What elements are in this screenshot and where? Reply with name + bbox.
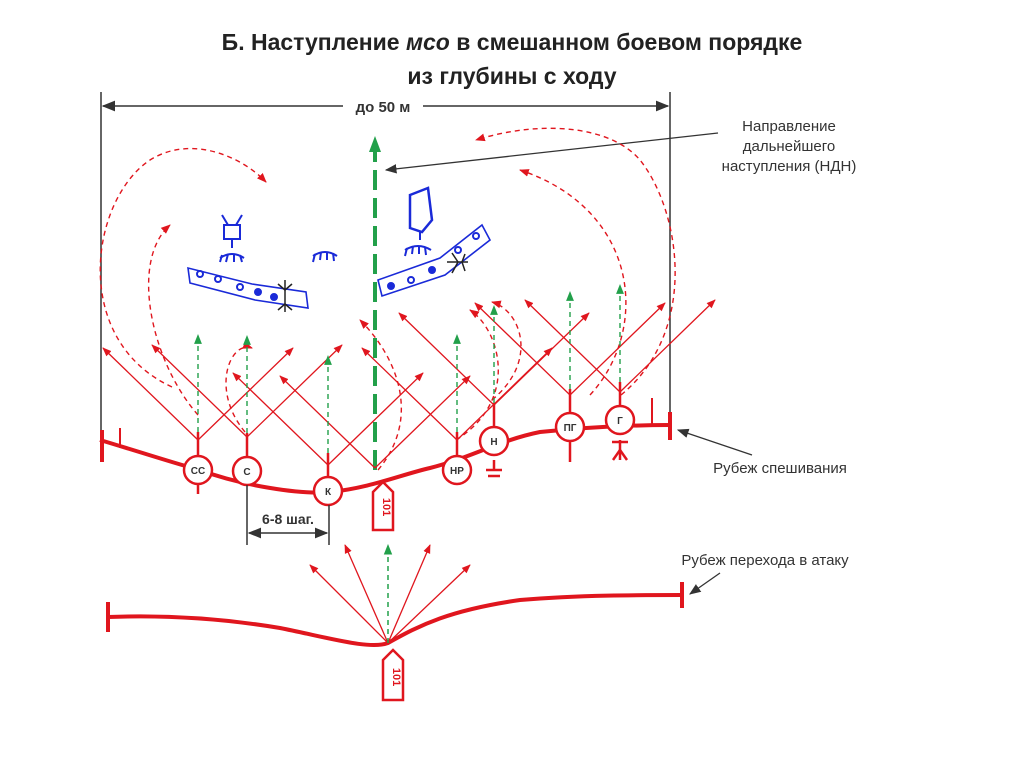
soldier-code: СС <box>191 466 205 477</box>
soldier-code: К <box>325 487 332 498</box>
maneuver-arrow-left-outer <box>99 147 267 388</box>
spacing-dimension: 6-8 шаг. <box>246 485 330 545</box>
soldier-marker: Г <box>604 382 636 436</box>
fire-sector-arrow-left <box>151 344 248 438</box>
soldier-code: С <box>243 467 250 478</box>
advance-direction-label-line-3: наступления (НДН) <box>722 158 857 175</box>
vehicle-dismount-shape <box>371 480 395 532</box>
enemy-obstacle-icon-left <box>277 280 293 312</box>
advance-direction-pointer <box>384 132 719 174</box>
maneuver-arrows <box>99 127 676 471</box>
maneuver-arrow-vehicle <box>359 319 402 471</box>
enemy-trench-left <box>187 266 309 309</box>
fire-sector-arrow-left <box>361 347 458 441</box>
title-text-italic: мсо <box>406 29 450 55</box>
maneuver-arrow-right-outer <box>475 127 676 396</box>
dismount-label: Рубеж спешивания <box>713 460 847 477</box>
maneuver-arrow-center-left <box>225 341 253 433</box>
dismount-callout: Рубеж спешивания <box>676 428 847 477</box>
machine-gunner-stand-icon <box>486 460 502 478</box>
enemy-observation-post-icon <box>219 214 245 263</box>
attack-fire-arrow-far-left <box>344 544 389 644</box>
soldier-code: ПГ <box>564 423 577 434</box>
attack-line-label: Рубеж перехода в атаку <box>681 552 849 569</box>
enemy-vehicle-icon <box>404 186 434 257</box>
width-dimension: до 50 м <box>100 92 671 430</box>
soldier-marker: Н <box>478 403 510 457</box>
attack-line-callout: Рубеж перехода в атаку <box>681 552 849 595</box>
vehicle-attack-shape <box>381 648 405 702</box>
soldier-marker: ПГ <box>554 389 586 443</box>
soldier-stem-ticks <box>196 440 572 494</box>
title-text-post: в смешанном боевом порядке <box>449 29 803 55</box>
advance-direction-axis <box>369 136 381 470</box>
vehicle-dismount-number: 101 <box>380 498 392 516</box>
width-label: до 50 м <box>356 99 411 116</box>
soldier-marker: К <box>312 453 344 507</box>
page-title-line-1: Б. Наступление мсо в смешанном боевом по… <box>0 26 1024 58</box>
fire-sector-arrow-right <box>197 347 294 441</box>
attack-line-arrows <box>309 543 471 644</box>
title-text-pre: Б. Наступление <box>221 29 406 55</box>
attack-line-pointer <box>689 572 721 595</box>
vehicle-attack-number: 101 <box>390 668 402 686</box>
fire-sector-arrow-left <box>102 347 199 441</box>
attack-fire-arrow-right <box>387 564 471 644</box>
soldier-circle <box>441 454 473 486</box>
soldier-circle <box>312 475 344 507</box>
attack-fire-arrow-far-right <box>387 544 431 644</box>
page-title-line-2: из глубины с ходу <box>407 63 617 89</box>
attack-fire-arrow-left <box>309 564 389 644</box>
dismount-pointer <box>676 428 753 456</box>
enemy-positions <box>187 186 492 312</box>
soldier-circle <box>604 404 636 436</box>
fire-sector-arrow-left <box>398 312 495 406</box>
fire-sector-arrow-right <box>327 372 424 466</box>
enemy-weapon-icon-center <box>312 251 338 263</box>
maneuver-arrow-right-inner <box>519 169 627 396</box>
fire-sector-arrow-left <box>524 299 621 393</box>
attack-line-curve <box>107 593 683 648</box>
advance-direction-label-line-2: дальнейшего <box>743 138 836 155</box>
soldier-code: Н <box>490 437 497 448</box>
advance-direction-label-line-1: Направление <box>742 118 836 135</box>
fire-sector-arrow-left <box>232 372 329 466</box>
soldier-code: НР <box>450 466 464 477</box>
advance-direction-arrowhead <box>369 136 381 152</box>
soldier-circle <box>478 425 510 457</box>
fire-sector-arrows <box>102 299 716 469</box>
width-label-background <box>343 96 423 116</box>
grenade-launcher-tripod-icon <box>611 440 629 461</box>
enemy-obstacle-icon-right <box>447 252 468 274</box>
soldier-marker: СС <box>182 432 214 486</box>
soldier-marker: С <box>231 433 263 487</box>
enemy-trench-right <box>377 223 492 298</box>
vehicle-dismount-101: 101 <box>371 480 395 532</box>
fire-sector-arrow-right <box>619 299 716 393</box>
soldier-code: Г <box>617 416 623 427</box>
fire-sector-arrow-right <box>374 375 471 469</box>
vehicle-attack-101: 101 <box>381 648 405 702</box>
maneuver-arrow-right-small <box>491 300 522 401</box>
fire-sector-arrow-left <box>474 302 571 396</box>
soldier-marker: НР <box>441 432 473 486</box>
soldier-advance-arrows <box>194 284 624 453</box>
advance-direction-callout: Направление дальнейшего наступления (НДН… <box>384 118 857 175</box>
spacing-label: 6-8 шаг. <box>262 511 314 527</box>
fire-sector-arrow-right <box>493 312 590 406</box>
fire-sector-arrow-right <box>569 302 666 396</box>
maneuver-arrow-left-inner <box>147 224 199 416</box>
